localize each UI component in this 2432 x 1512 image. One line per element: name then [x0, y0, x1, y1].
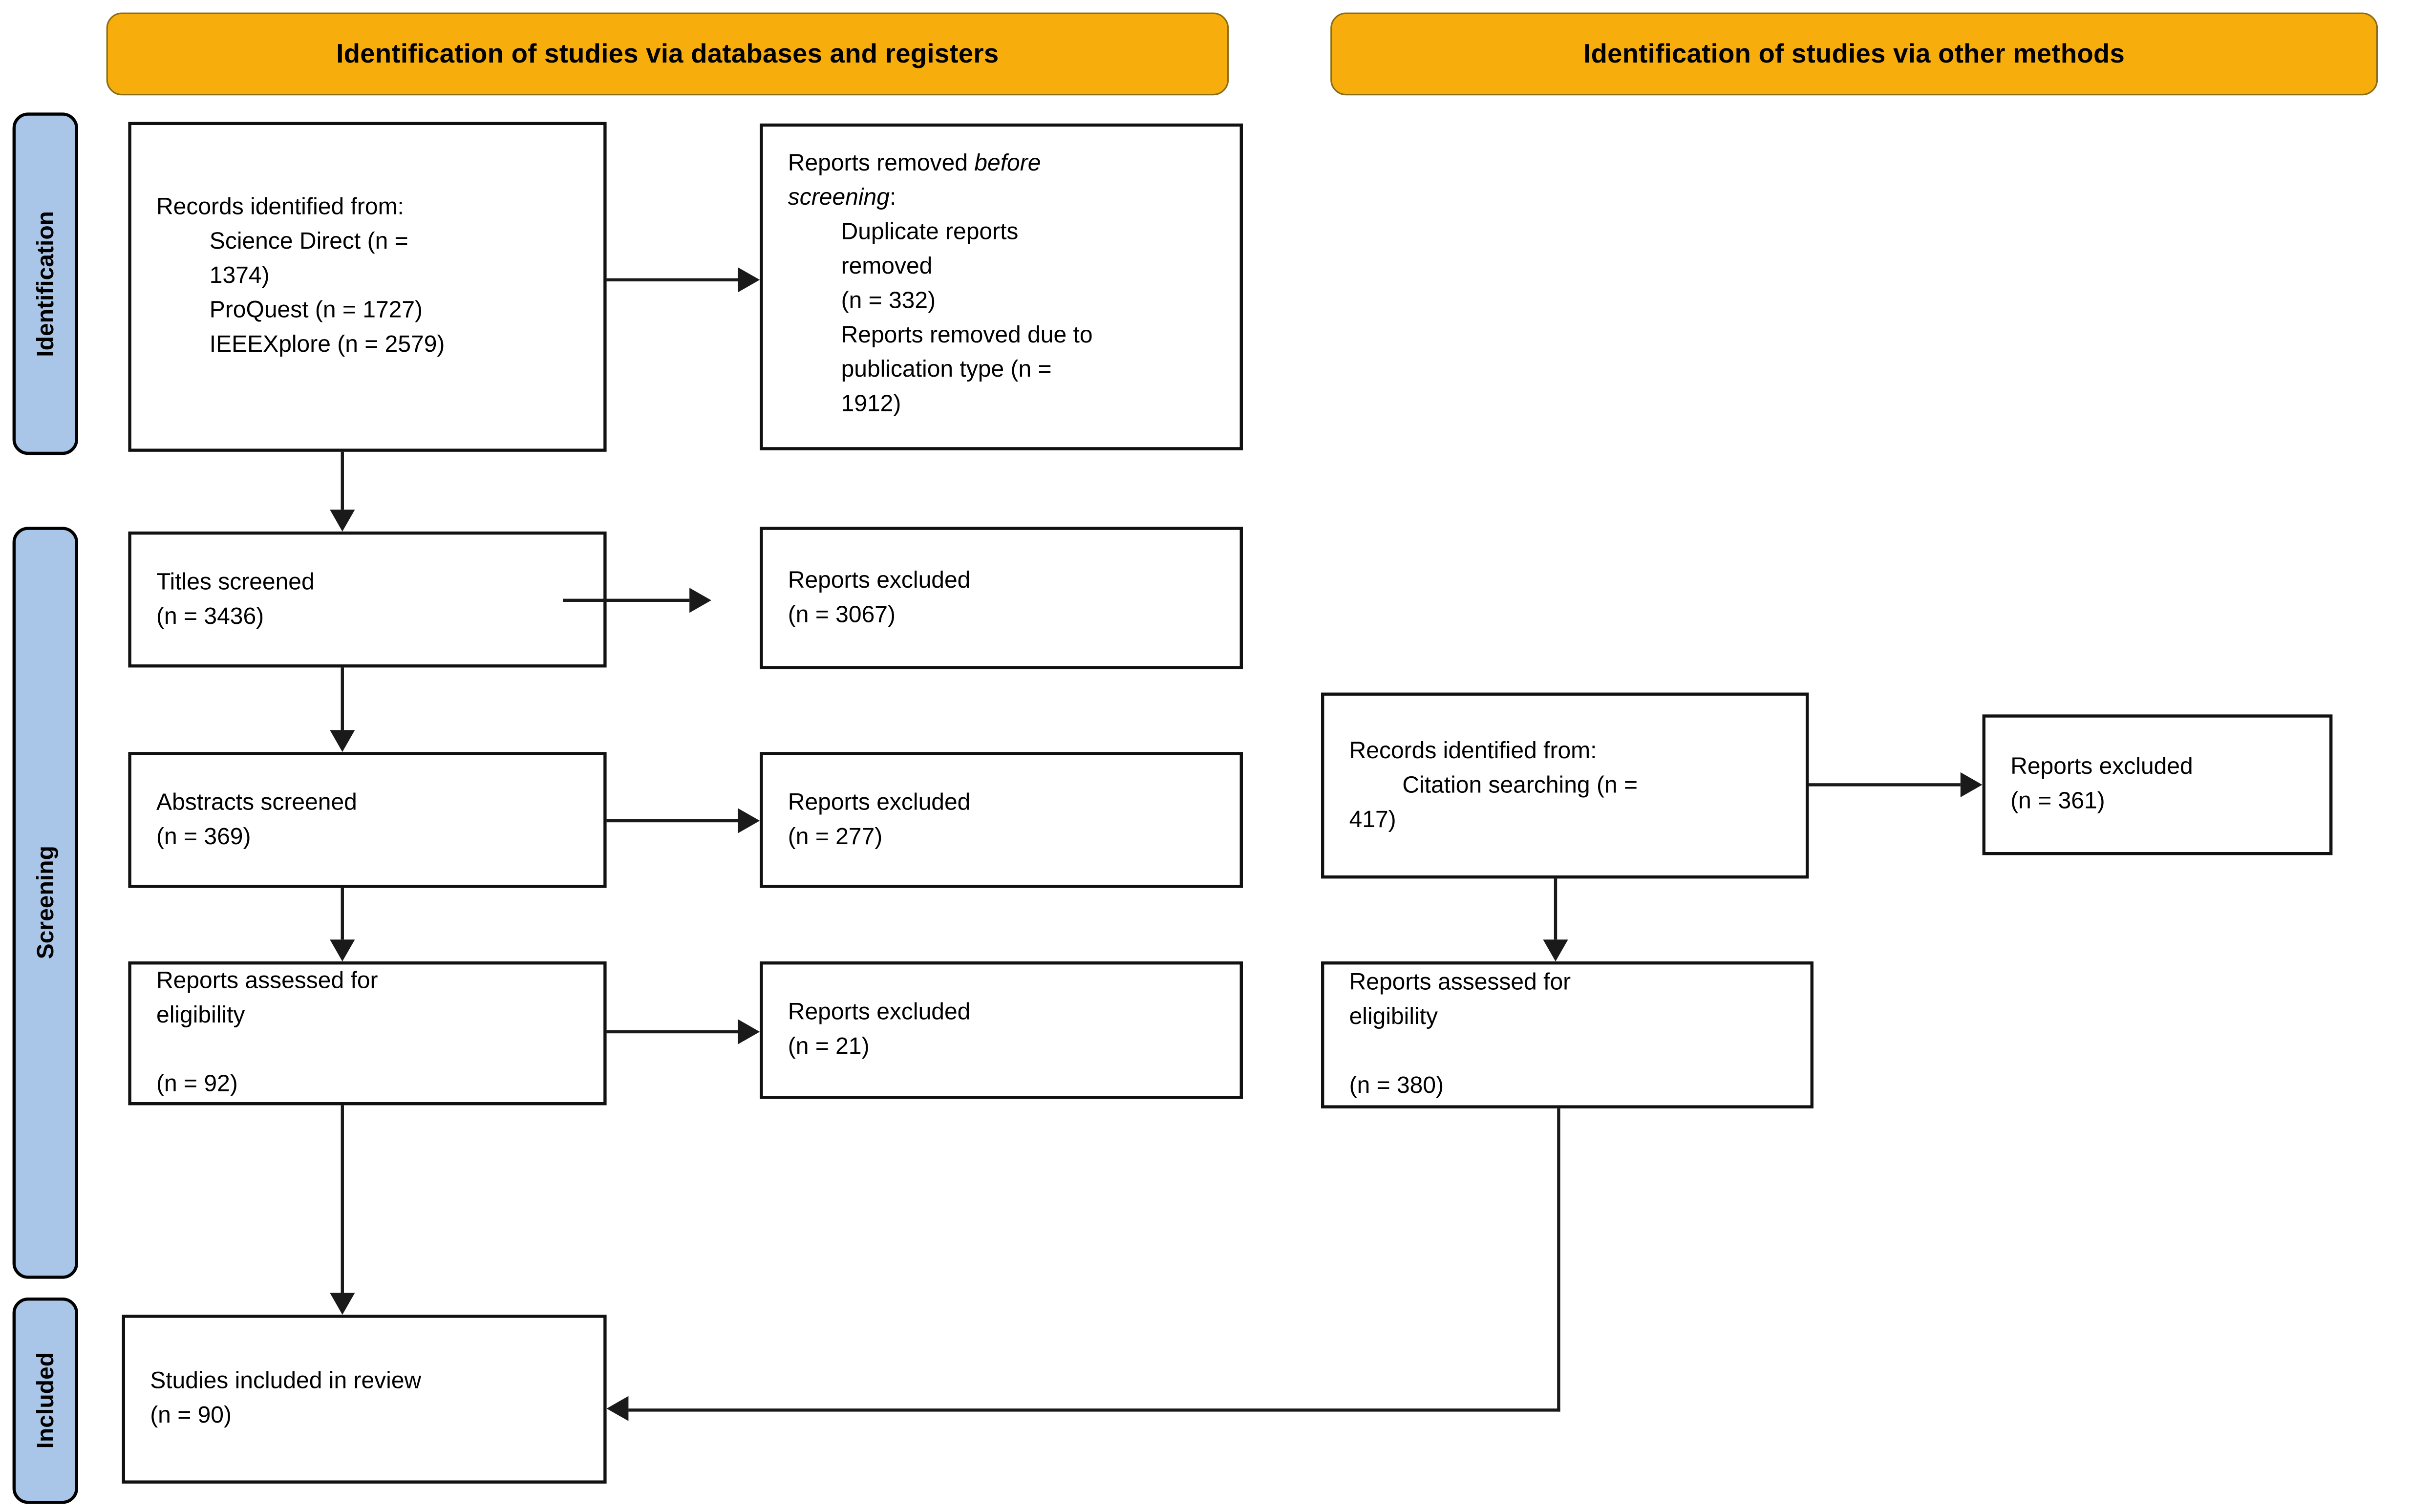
arrow-line	[606, 278, 738, 281]
box-text-line: Reports excluded	[2010, 753, 2193, 780]
box-text-line: Reports excluded	[788, 567, 971, 594]
box-text-line: 1912)	[841, 391, 901, 418]
arrow-line	[1554, 878, 1557, 940]
phase-label-screening-text: Screening	[32, 846, 59, 960]
arrow-head-down-icon	[1543, 939, 1568, 961]
arrow-line	[1557, 1108, 1560, 1412]
box-text-line: Records identified from:	[156, 193, 404, 221]
phase-label-included: Included	[12, 1298, 78, 1504]
box-text-line: 1374)	[209, 262, 270, 289]
arrow-line	[1809, 783, 1961, 787]
box-text-line: eligibility	[156, 1002, 245, 1029]
box-text-line: Reports excluded	[788, 999, 971, 1026]
box-text: Duplicate reports removed (n = 332) Reports…	[788, 216, 1227, 422]
phase-label-identification-text: Identification	[32, 211, 59, 357]
box-text-line	[156, 1033, 591, 1067]
box-text-line: (n = 21)	[788, 1033, 870, 1060]
box-reports-excluded-abstracts: Reports excluded (n = 277)	[760, 752, 1243, 888]
box-text-line: publication type (n =	[841, 356, 1052, 383]
box-reports-excluded-citation: Reports excluded (n = 361)	[1982, 714, 2333, 855]
box-reports-assessed-eligibility-databases: Reports assessed for eligibility (n = 92)	[128, 961, 607, 1106]
phase-label-included-text: Included	[32, 1352, 59, 1449]
box-text-line: Reports assessed for	[156, 967, 378, 995]
box-text-line: Duplicate reports	[841, 219, 1019, 246]
banner-other-methods: Identification of studies via other meth…	[1330, 12, 2378, 96]
box-studies-included-review: Studies included in review (n = 90)	[122, 1315, 607, 1484]
arrow-line	[563, 598, 690, 602]
arrow-line	[606, 1030, 738, 1034]
arrow-head-down-icon	[330, 730, 355, 752]
arrow-line	[341, 1105, 344, 1293]
box-text-line: (n = 332)	[841, 287, 936, 315]
arrow-head-right-icon	[689, 588, 711, 613]
box-text-line	[1349, 1035, 1798, 1069]
box-text-line: 417)	[1349, 806, 1396, 832]
arrow-line	[341, 451, 344, 510]
box-text-line: eligibility	[1349, 1003, 1438, 1030]
box-text-line: (n = 380)	[1349, 1072, 1444, 1099]
box-text-line: (n = 90)	[150, 1402, 232, 1429]
box-text-line: (n = 361)	[2010, 788, 2105, 815]
box-text-line: Science Direct (n =	[209, 228, 408, 255]
box-reports-excluded-eligibility: Reports excluded (n = 21)	[760, 961, 1243, 1099]
box-abstracts-screened: Abstracts screened (n = 369)	[128, 752, 607, 888]
box-text-line: IEEEXplore (n = 2579)	[209, 331, 445, 358]
arrow-line	[341, 888, 344, 940]
box-text-line: Abstracts screened	[156, 788, 357, 815]
box-title-line: screening:	[788, 184, 896, 211]
box-text-line: (n = 3067)	[788, 601, 896, 628]
phase-label-screening: Screening	[12, 527, 78, 1279]
phase-label-identification: Identification	[12, 112, 78, 455]
box-text-line: Reports removed due to	[841, 322, 1093, 349]
arrow-line	[628, 1408, 1560, 1412]
arrow-head-left-icon	[606, 1396, 629, 1421]
arrow-head-down-icon	[330, 939, 355, 961]
box-text-line: Studies included in review	[150, 1368, 422, 1395]
arrow-head-right-icon	[738, 1019, 760, 1044]
box-text-line: Citation searching (n =	[1402, 771, 1638, 798]
banner-databases-registers: Identification of studies via databases …	[106, 12, 1229, 96]
arrow-head-down-icon	[330, 510, 355, 532]
box-records-identified-databases: Records identified from: Science Direct (…	[128, 122, 607, 452]
box-reports-removed-before-screening: Reports removed before screening: Duplic…	[760, 123, 1243, 450]
box-text-line: (n = 92)	[156, 1071, 238, 1098]
arrow-head-right-icon	[1960, 772, 1983, 797]
arrow-head-right-icon	[738, 808, 760, 833]
box-text-line: Reports assessed for	[1349, 969, 1571, 996]
arrow-line	[606, 819, 738, 823]
box-text-line: removed	[841, 253, 933, 280]
box-records-identified-citation: Records identified from: Citation searchi…	[1321, 692, 1809, 879]
arrow-head-down-icon	[330, 1293, 355, 1315]
box-text-line: Reports excluded	[788, 788, 971, 815]
box-titles-screened: Titles screened (n = 3436)	[128, 532, 607, 668]
box-text-line: ProQuest (n = 1727)	[209, 297, 423, 324]
box-text-line: (n = 369)	[156, 823, 251, 850]
box-text-line: Records identified from:	[1349, 737, 1597, 764]
box-text-line: Titles screened	[156, 568, 315, 595]
box-text-line: (n = 277)	[788, 823, 883, 850]
box-title-line: Reports removed before	[788, 150, 1041, 177]
arrow-head-right-icon	[738, 267, 760, 293]
box-reports-excluded-titles: Reports excluded (n = 3067)	[760, 527, 1243, 669]
box-text-line: (n = 3436)	[156, 602, 264, 629]
box-reports-assessed-eligibility-citation: Reports assessed for eligibility (n = 380…	[1321, 961, 1813, 1108]
arrow-line	[341, 667, 344, 730]
